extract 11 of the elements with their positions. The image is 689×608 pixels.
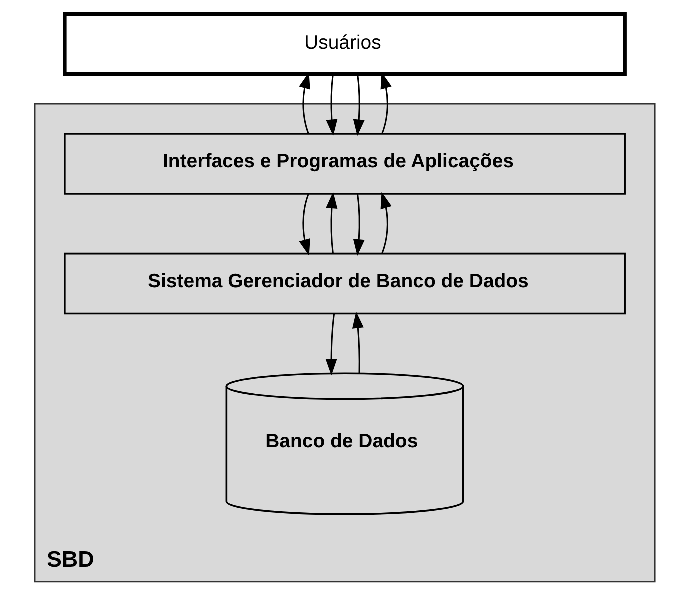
arrow	[325, 314, 337, 376]
arrow	[326, 74, 338, 136]
node-box: Sistema Gerenciador de Banco de Dados	[64, 252, 626, 315]
node-box: Usuários	[62, 12, 626, 76]
node-box: Interfaces e Programas de Aplicações	[64, 133, 626, 195]
arrow	[352, 312, 364, 374]
arrow	[298, 194, 310, 256]
arrow	[326, 192, 338, 254]
arrow	[380, 192, 392, 254]
arrow	[352, 194, 364, 256]
arrow	[352, 74, 364, 136]
